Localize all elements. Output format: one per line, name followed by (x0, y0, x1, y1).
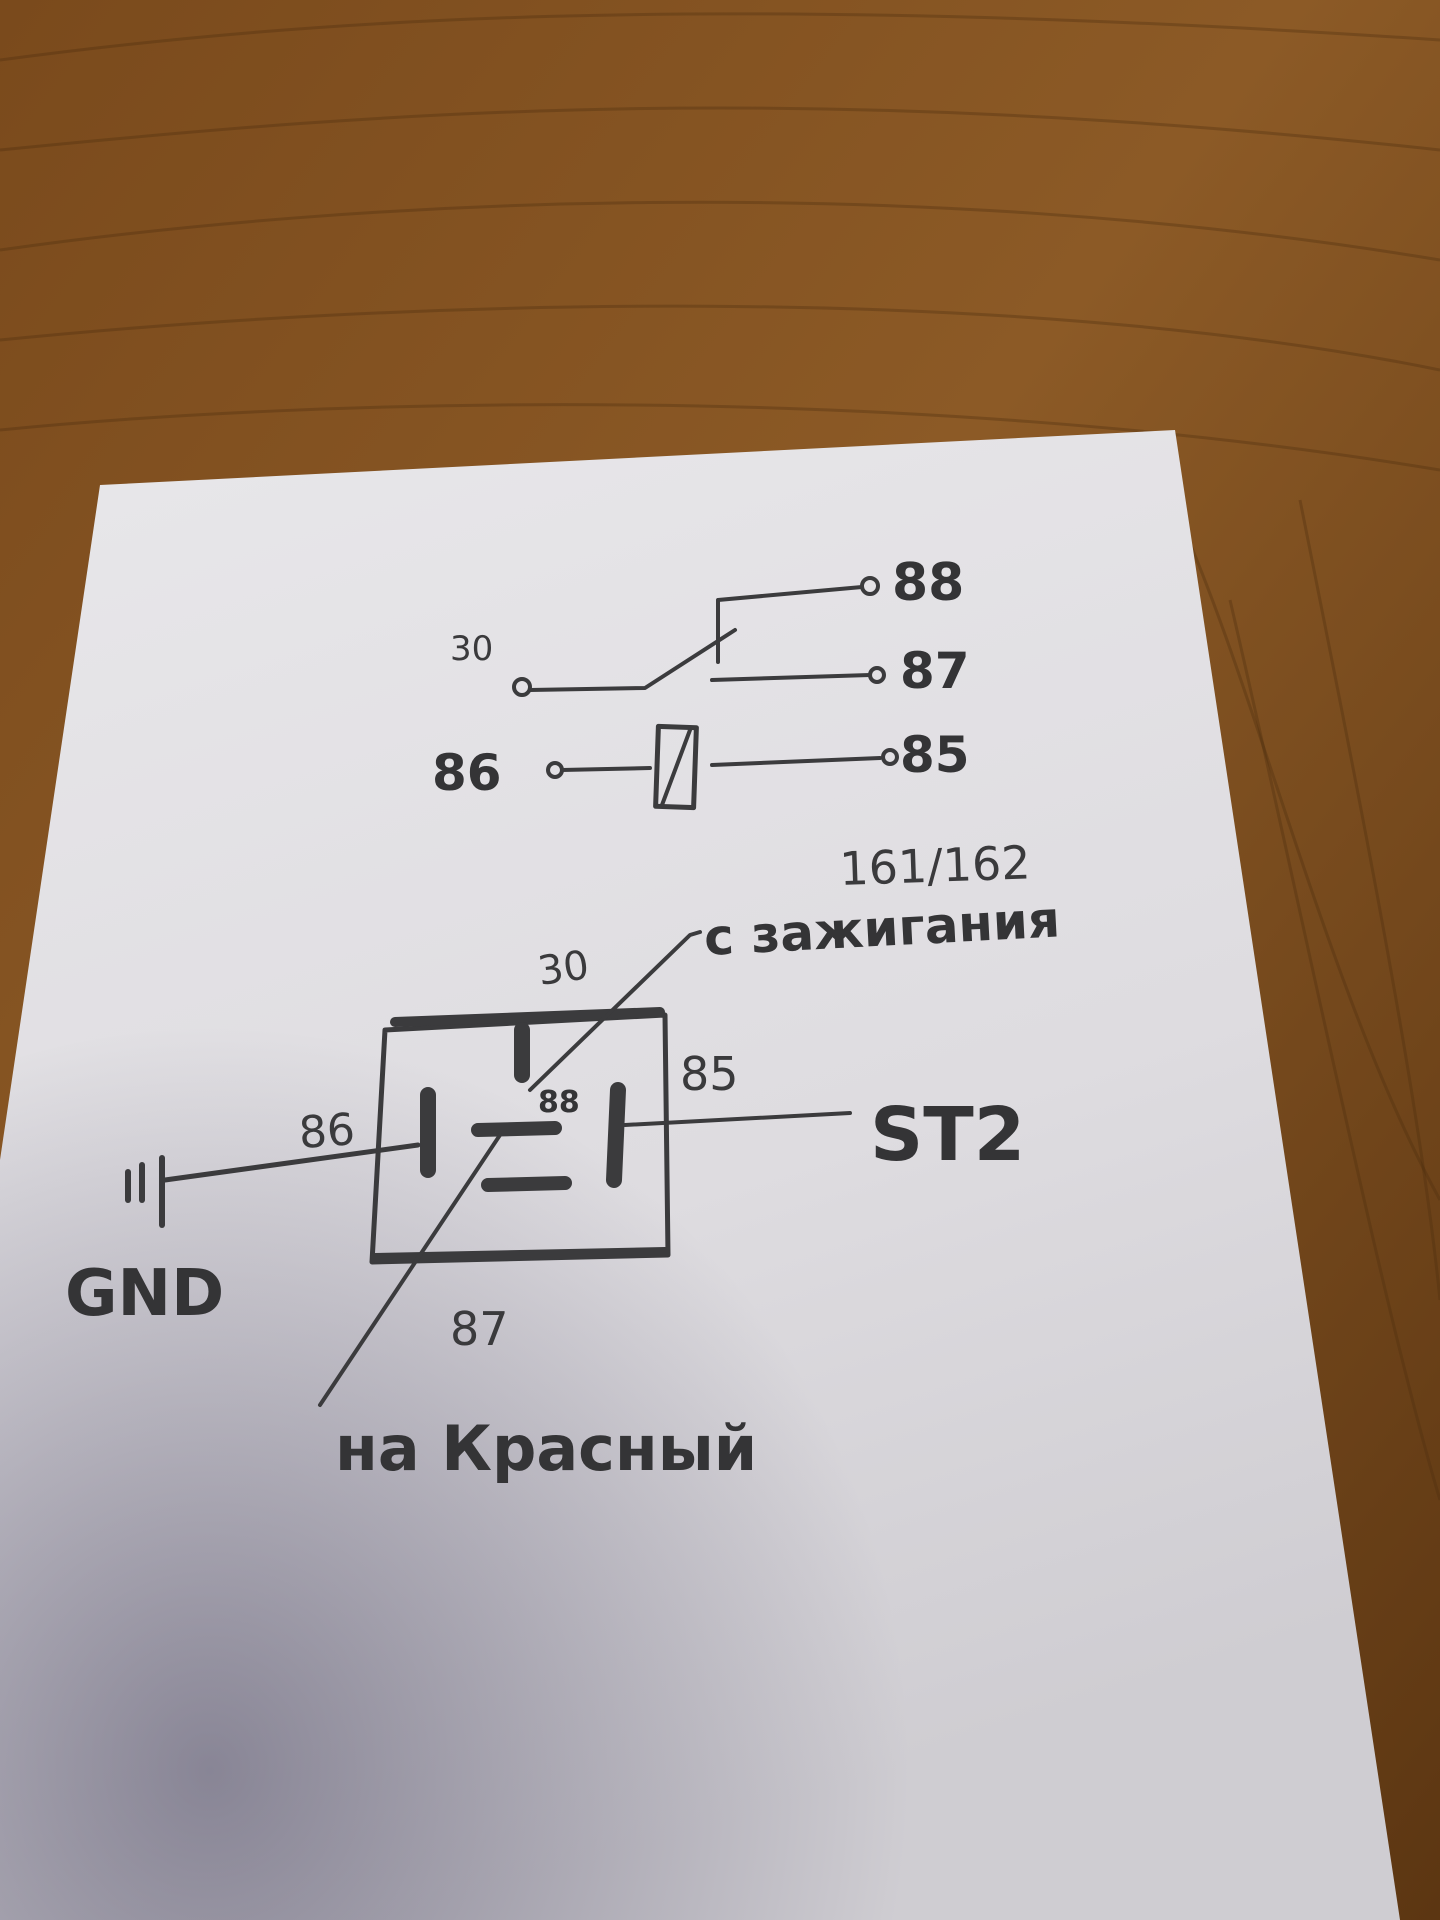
pin-85-blade (606, 1082, 626, 1188)
ignition-wire (528, 930, 702, 1092)
wire-label-88: 88 (538, 1085, 580, 1120)
wire-label-86: 86 (297, 1104, 356, 1159)
gnd-label: GND (65, 1257, 224, 1331)
red-wire (318, 1133, 502, 1407)
coil-box (653, 723, 699, 811)
relay-box-top-bold (390, 1007, 665, 1027)
wood-grain (0, 12, 1440, 1501)
relay-box-bottom-bold (370, 1247, 670, 1263)
coil-diagonal (660, 728, 692, 807)
relay-schematic: 30 88 87 86 85 (432, 553, 970, 811)
st2-wire (623, 1111, 852, 1127)
switch-common-line (528, 628, 737, 692)
pin-label-87: 87 (900, 642, 970, 700)
terminal-30-dot (512, 677, 532, 697)
st2-label: ST2 (870, 1092, 1025, 1178)
wire-label-87: 87 (450, 1302, 509, 1356)
pin-label-30: 30 (450, 629, 493, 669)
pin-88-blade (471, 1121, 562, 1137)
coil-left-lead (560, 766, 652, 772)
red-wire-note: на Красный (335, 1412, 757, 1485)
pin-87-blade (481, 1176, 572, 1192)
fuse-ref-label: 161/162 (838, 835, 1031, 896)
ground-symbol-icon (125, 1155, 165, 1228)
pin-label-88: 88 (892, 553, 964, 613)
terminal-85-dot (881, 748, 899, 766)
coil-right-lead (710, 756, 882, 767)
switch-no-contact (710, 673, 872, 682)
paper-shadow (0, 430, 1400, 1920)
pin-label-85: 85 (900, 726, 970, 784)
ground-wire (162, 1142, 421, 1183)
wire-label-85: 85 (680, 1047, 739, 1101)
switch-nc-contact (716, 585, 864, 664)
pin-label-86: 86 (432, 744, 502, 802)
wire-label-30: 30 (535, 942, 592, 995)
